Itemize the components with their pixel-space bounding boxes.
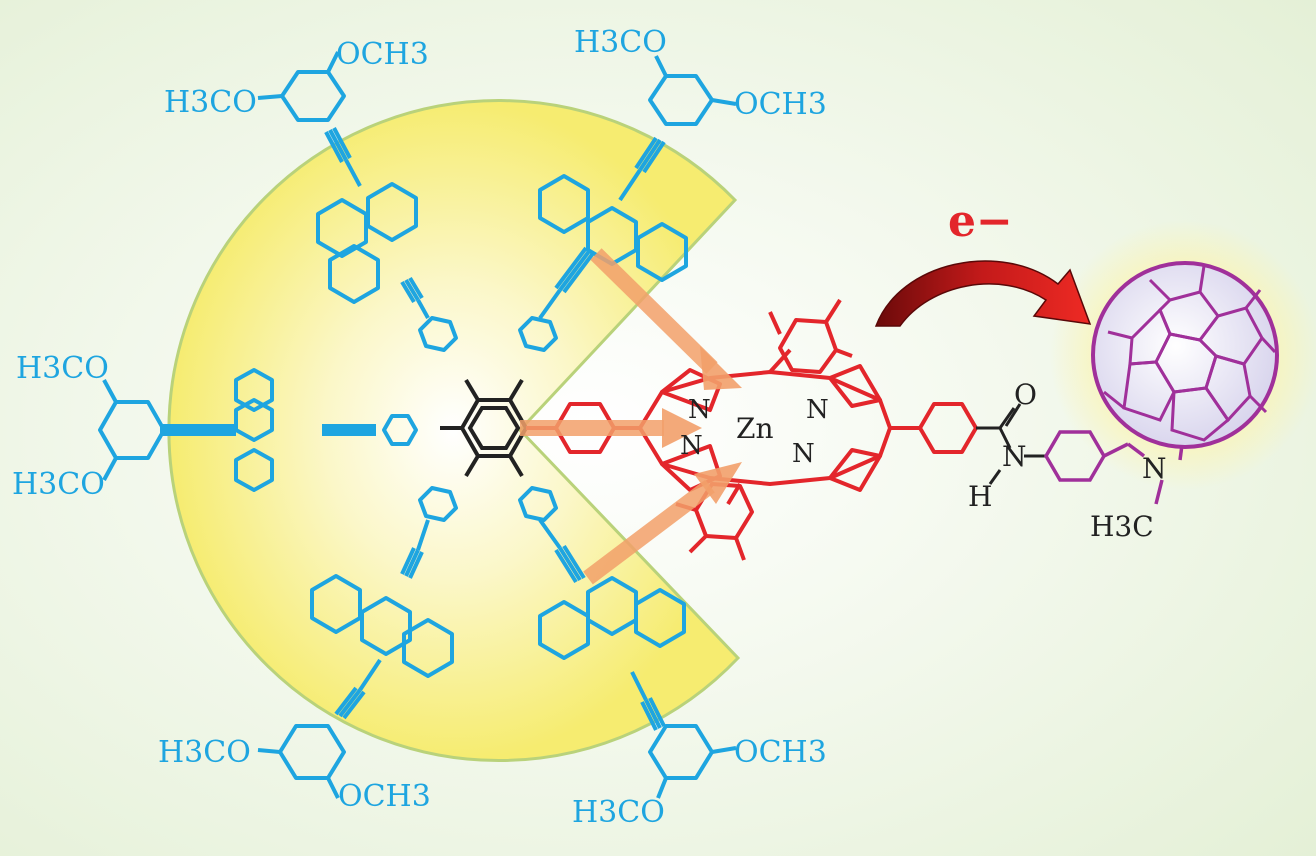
label-electron: e− [948,196,1013,247]
label-h3co-top-right: H3CO [574,25,667,60]
donor-phenyl-lower-right [518,486,558,522]
label-och3-bottom-left: OCH3 [338,779,431,814]
label-och3-top-left: OCH3 [336,37,429,72]
amide-linker [976,403,1046,485]
label-zinc: Zn [736,412,774,445]
label-methyl: H3C [1090,510,1154,543]
label-h3co-left-lower: H3CO [12,467,105,502]
label-och3-top-right: OCH3 [734,87,827,122]
energy-transfer-arrows [520,248,742,585]
donor-phenyl-upper-right [518,316,558,352]
label-porphyrin-n-4: N [792,439,815,469]
donor-dimethoxyphenyl-lower-left [278,724,346,780]
donor-arms [98,51,737,799]
label-h3co-left-upper: H3CO [16,351,109,386]
fullerene-c60 [1091,261,1279,449]
chemical-labels: OCH3 H3CO H3CO OCH3 H3CO H3CO H3CO OCH3 … [12,25,1167,830]
label-h3co-bottom-right: H3CO [572,795,665,830]
electron-transfer-arrow [874,260,1092,327]
donor-phenyl-left [382,414,418,446]
label-pyrrolidine-nitrogen: N [1142,452,1167,485]
label-och3-bottom-right: OCH3 [734,735,827,770]
donor-dimethoxyphenyl-upper-left [280,70,346,122]
label-amide-hydrogen: H [968,480,992,513]
donor-phenyl-lower-left [418,486,458,522]
label-h3co-top-left: H3CO [164,85,257,120]
label-porphyrin-n-1: N [688,395,711,425]
label-porphyrin-n-2: N [806,395,829,425]
label-porphyrin-n-3: N [680,431,703,461]
donor-phenyl-upper-left [418,316,458,352]
label-h3co-bottom-left: H3CO [158,735,251,770]
label-amide-nitrogen: N [1002,440,1027,473]
label-amide-oxygen: O [1014,378,1037,411]
